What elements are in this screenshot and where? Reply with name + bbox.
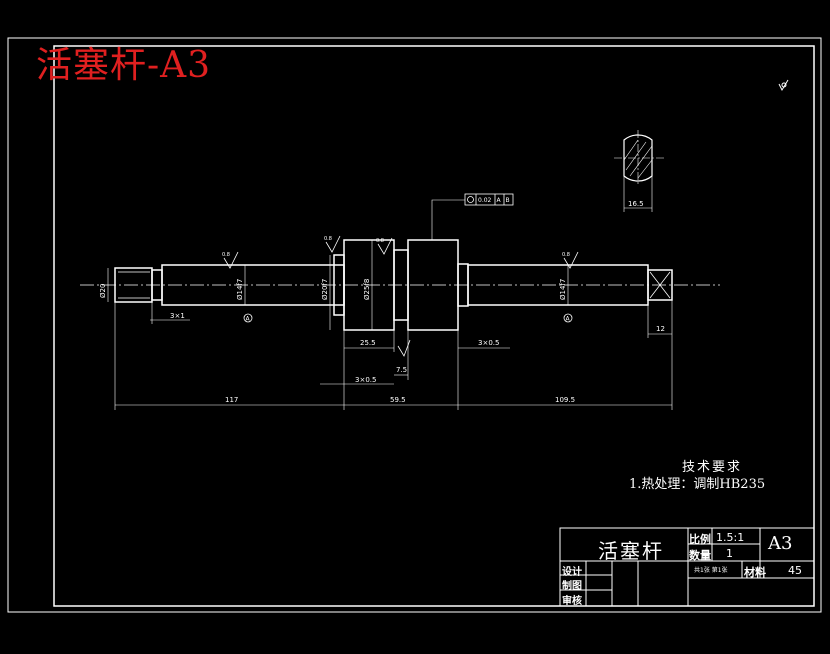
sheet-size: A3 (768, 533, 793, 554)
roughness-1: 0.8 (222, 252, 230, 258)
dimension-texts: Ø20 3×1 Ø14f7 Ø20f7 Ø25f8 Ø14f7 25.5 7.5… (99, 197, 665, 404)
section-view (614, 130, 664, 212)
material-value: 45 (788, 564, 802, 577)
dim-59-5: 59.5 (390, 396, 406, 404)
part-name: 活塞杆 (598, 539, 664, 563)
geometric-tolerance-frame (464, 193, 514, 206)
dimension-lines (107, 199, 673, 410)
drafter-label: 制图 (562, 581, 582, 592)
roughness-2: 0.8 (324, 236, 332, 242)
ratio-label: 比例 (689, 533, 711, 546)
shaft-profile (114, 239, 673, 331)
designer-label: 设计 (562, 567, 582, 578)
sheet-outer-border (7, 37, 822, 613)
dim-groove-mid: 3×0.5 (355, 376, 376, 384)
datum-mark-1: A (246, 316, 251, 323)
dim-groove-right: 3×0.5 (478, 339, 499, 347)
datum-mark-2: A (566, 316, 571, 323)
roughness-4: 0.8 (562, 252, 570, 258)
tol-datum-b: B (506, 197, 510, 204)
qty-label: 数量 (689, 549, 711, 562)
tech-requirements-heading: 技术要求 (682, 460, 743, 475)
checker-label: 审核 (562, 596, 582, 607)
dim-groove-left: 3×1 (170, 312, 185, 320)
dim-d-left-end: Ø20 (99, 284, 107, 298)
material-label: 材料 (744, 566, 766, 579)
tol-datum-a: A (497, 197, 502, 204)
qty-value: 1 (726, 547, 733, 560)
dim-7-5: 7.5 (396, 366, 407, 374)
roughness-3: 0.8 (376, 238, 384, 244)
dim-16-5: 16.5 (628, 200, 644, 208)
dim-d-collar: Ø20f7 (321, 279, 329, 300)
tech-requirements-item1: 1.热处理：调制HB235 (629, 477, 766, 492)
datum-markers (243, 313, 573, 323)
dim-d-right-shaft: Ø14f7 (559, 279, 567, 300)
drawing-frame (53, 45, 815, 607)
dim-d-left-shaft: Ø14f7 (236, 279, 244, 300)
dim-12: 12 (656, 325, 665, 333)
general-roughness-symbol (778, 79, 789, 92)
title-block-frame (559, 527, 815, 607)
sheet-title: 活塞杆-A3 (36, 45, 212, 86)
tol-value: 0.02 (478, 197, 492, 204)
roughness-symbols (223, 235, 579, 357)
dim-109-5: 109.5 (555, 396, 575, 404)
dim-117: 117 (225, 396, 238, 404)
ratio-value: 1.5:1 (716, 531, 745, 544)
dim-25-5: 25.5 (360, 339, 376, 347)
dim-d-piston: Ø25f8 (363, 279, 371, 300)
sheet-count: 共1张 第1张 (694, 567, 728, 574)
